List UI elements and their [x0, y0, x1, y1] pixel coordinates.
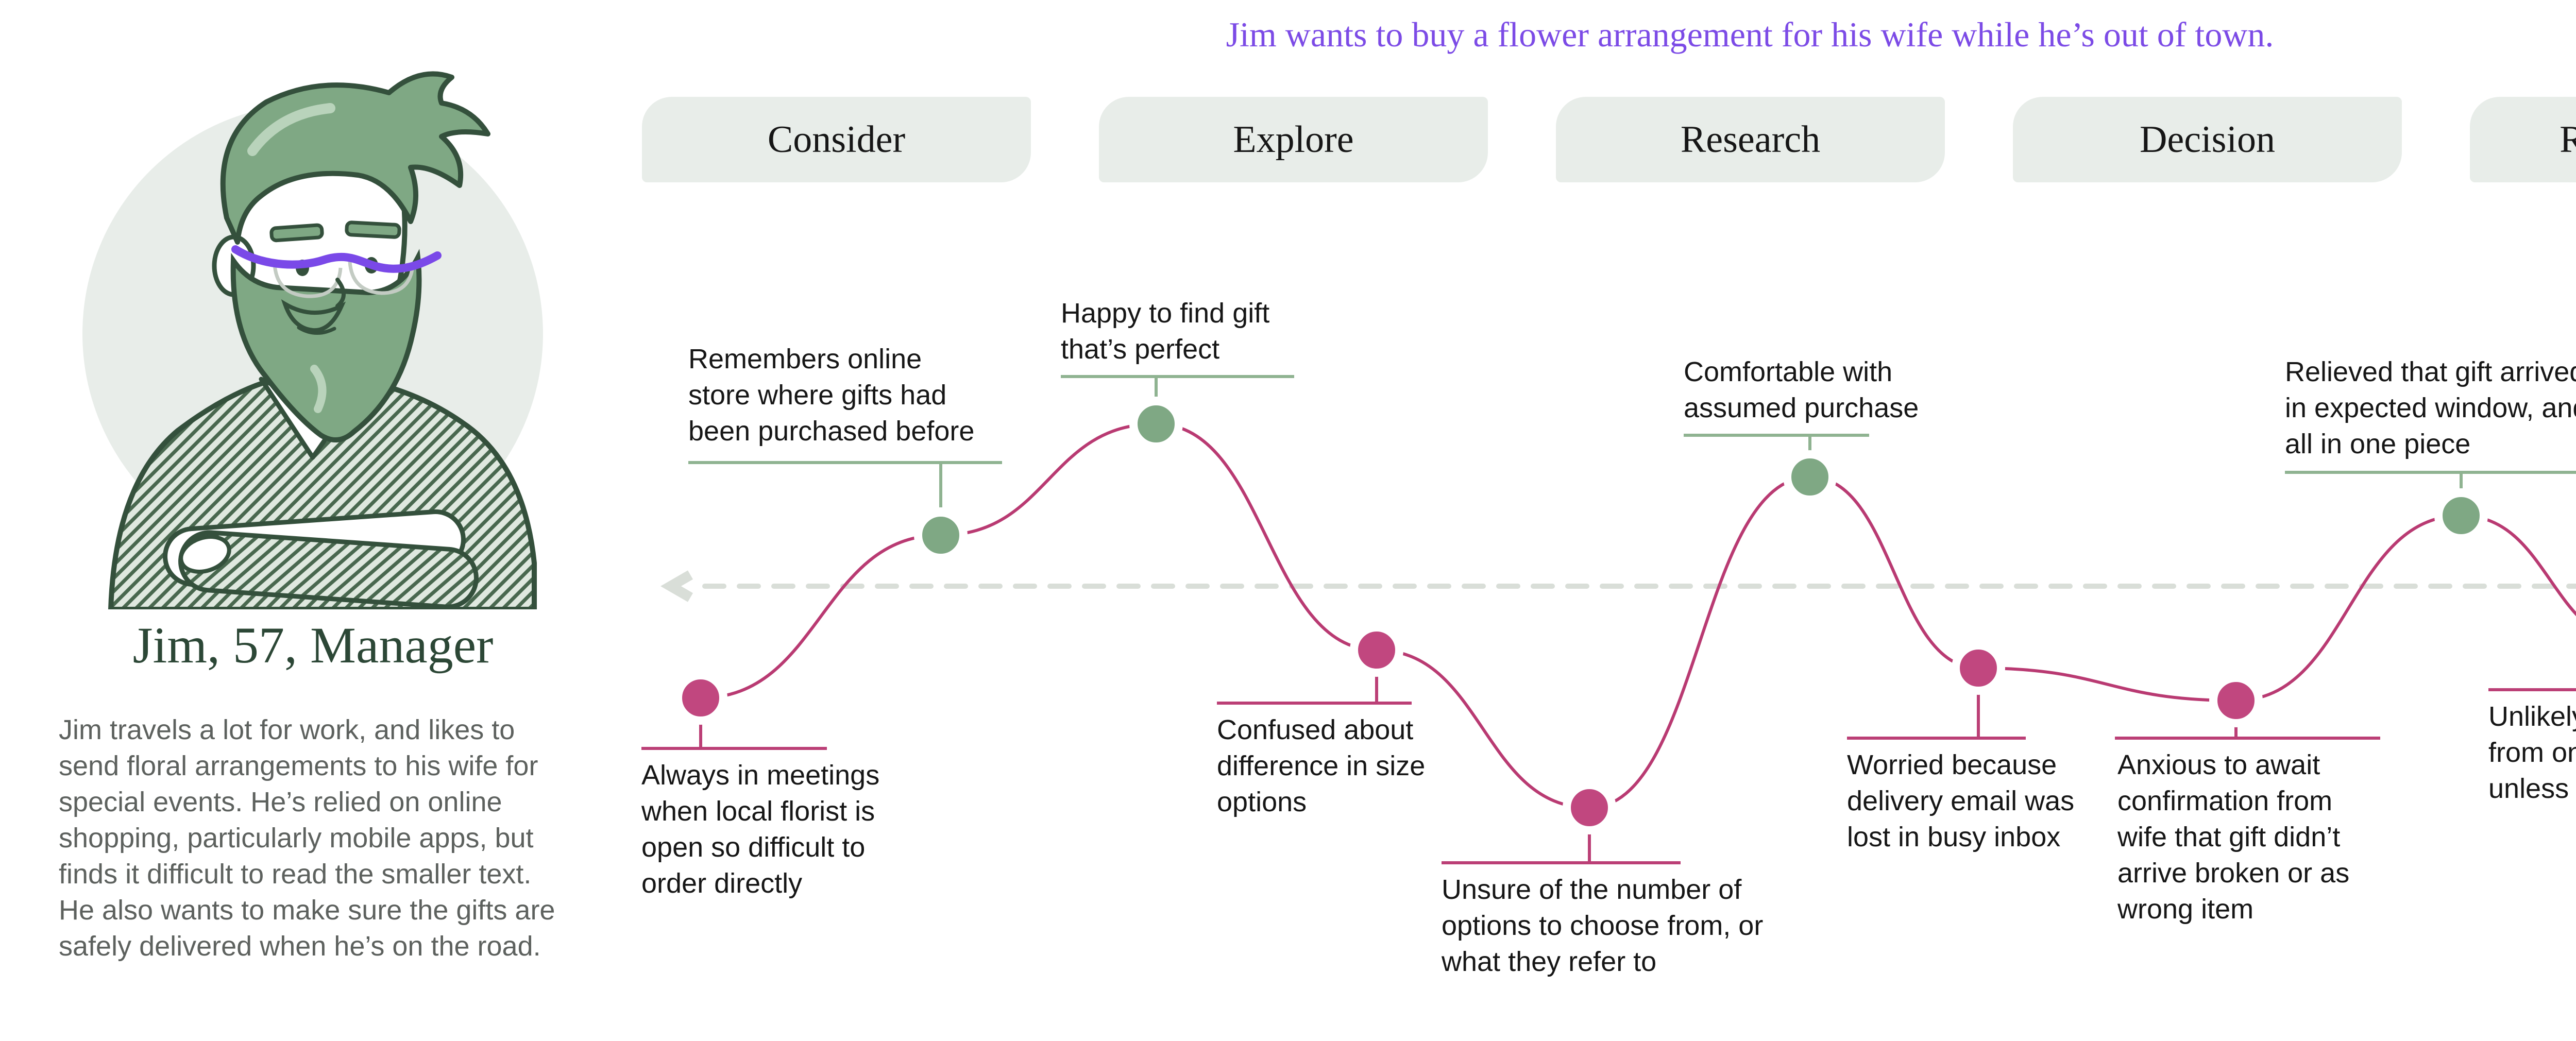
journey-point-3-positive — [1129, 397, 1183, 451]
lens-left — [273, 262, 343, 298]
phase-tab-research: Research — [1556, 97, 1945, 182]
journey-point-8-negative — [2209, 674, 2263, 727]
nose — [335, 278, 346, 308]
baseline-arrow-left-icon — [660, 570, 693, 602]
journey-annotation-4: Confused about difference in size option… — [1217, 714, 1426, 817]
phase-tab-explore: Explore — [1099, 97, 1488, 182]
hair-highlight — [247, 103, 335, 156]
journey-point-9-positive — [2434, 489, 2488, 542]
avatar-figure — [82, 71, 543, 609]
eyebrow-left — [269, 223, 324, 243]
journey-point-1-negative — [674, 671, 727, 725]
beard-highlight — [310, 365, 327, 413]
phase-tab-retrospective: Retrospective — [2470, 97, 2576, 182]
beard — [230, 249, 422, 442]
lens-right — [348, 261, 415, 295]
phase-tab-decision: Decision — [2013, 97, 2402, 182]
mouth — [297, 326, 336, 335]
journey-annotation-8: Anxious to await confirmation from wife … — [2117, 749, 2350, 925]
journey-annotation-7: Worried because delivery email was lost … — [1847, 749, 2075, 852]
journey-annotation-1: Always in meetings when local florist is… — [641, 760, 880, 899]
journey-point-4-negative — [1350, 623, 1403, 677]
persona-description: Jim travels a lot for work, and likes to… — [59, 714, 555, 962]
journey-annotation-5: Unsure of the number of options to choos… — [1442, 874, 1764, 977]
journey-annotation-3: Happy to find gift that’s perfect — [1061, 298, 1270, 365]
crossed-arms — [163, 509, 479, 609]
eyebrow-right — [345, 220, 401, 239]
phase-tab-consider: Consider — [642, 97, 1031, 182]
scenario-title: Jim wants to buy a flower arrangement fo… — [1226, 15, 2274, 54]
journey-annotation-6: Comfortable with assumed purchase — [1684, 356, 1919, 423]
persona-name: Jim, 57, Manager — [132, 617, 494, 674]
journey-point-2-positive — [914, 508, 968, 562]
journey-point-6-positive — [1783, 450, 1837, 504]
journey-point-5-negative — [1563, 781, 1616, 834]
glasses-icon — [231, 245, 442, 273]
journey-curve — [700, 422, 2576, 810]
journey-annotation-9: Relieved that gift arrived in expected w… — [2285, 356, 2576, 459]
persona-avatar — [82, 71, 543, 609]
mustache — [281, 299, 346, 333]
journey-annotation-10: Unlikely to regularly order from online … — [2488, 701, 2576, 804]
journey-point-7-negative — [1952, 641, 2005, 695]
journey-annotation-2: Remembers online store where gifts had b… — [688, 344, 975, 447]
